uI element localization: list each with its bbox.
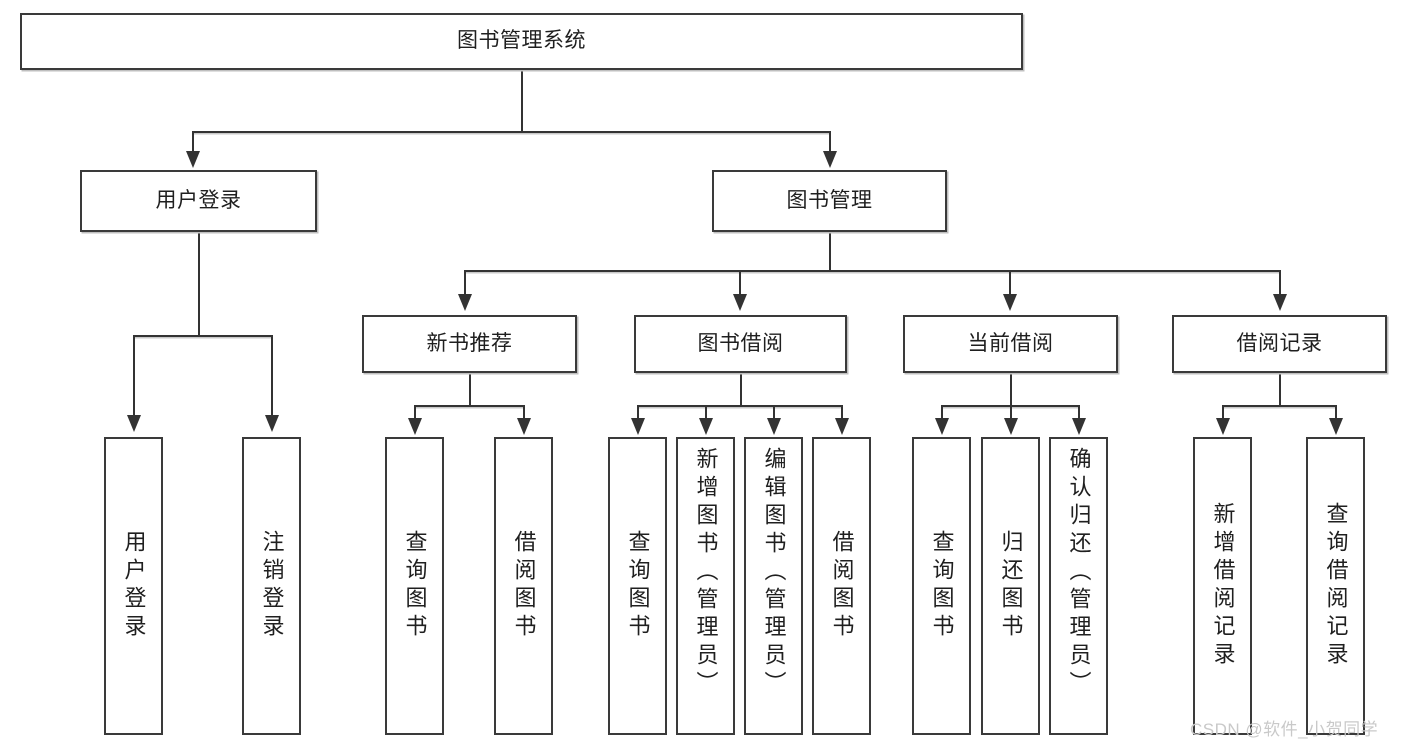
arrow-nbr-to-leaf-2 xyxy=(517,418,531,435)
leaf-query-book-3-label: 查询图书 xyxy=(929,530,955,642)
leaf-logout[interactable]: 注销登录 xyxy=(242,437,301,735)
edge-nbr-to-leaf-2 xyxy=(523,405,525,419)
leaf-borrow-book-1[interactable]: 借阅图书 xyxy=(494,437,553,735)
arrow-root-to-book-management xyxy=(823,151,837,168)
arrow-cb-to-leaf-3 xyxy=(1072,418,1086,435)
leaf-add-book[interactable]: 新增图书（管理员） xyxy=(676,437,735,735)
edge-br-to-leaf-2 xyxy=(1335,405,1337,419)
node-new-book-recommend-label: 新书推荐 xyxy=(426,331,513,355)
arrow-bm-to-book-borrow xyxy=(733,294,747,311)
edge-cb-to-leaf-3 xyxy=(1078,405,1080,419)
leaf-query-book-3[interactable]: 查询图书 xyxy=(912,437,971,735)
leaf-add-record-label: 新增借阅记录 xyxy=(1210,502,1236,670)
leaf-return-book[interactable]: 归还图书 xyxy=(981,437,1040,735)
leaf-user-login-label: 用户登录 xyxy=(121,530,147,642)
node-current-borrow-label: 当前借阅 xyxy=(967,331,1054,355)
leaf-add-book-label: 新增图书（管理员） xyxy=(693,447,719,699)
arrow-user-login-to-leaf-1 xyxy=(127,415,141,432)
edge-bm-to-borrow-record xyxy=(1279,270,1281,296)
node-current-borrow[interactable]: 当前借阅 xyxy=(903,315,1118,373)
node-book-management-label: 图书管理 xyxy=(786,188,873,212)
leaf-borrow-book-1-label: 借阅图书 xyxy=(511,530,537,642)
edge-br-bus xyxy=(1222,405,1337,407)
node-borrow-record-label: 借阅记录 xyxy=(1236,331,1323,355)
node-book-borrow[interactable]: 图书借阅 xyxy=(634,315,847,373)
node-book-borrow-label: 图书借阅 xyxy=(697,331,784,355)
edge-bb-stem xyxy=(740,373,742,406)
edge-user-login-stem xyxy=(198,232,200,336)
edge-root-to-book-management xyxy=(829,131,831,153)
leaf-confirm-return-label: 确认归还（管理员） xyxy=(1066,447,1092,699)
node-borrow-record[interactable]: 借阅记录 xyxy=(1172,315,1387,373)
edge-user-login-bus xyxy=(133,335,273,337)
arrow-bm-to-current-borrow xyxy=(1003,294,1017,311)
leaf-borrow-book-2-label: 借阅图书 xyxy=(829,530,855,642)
edge-cb-to-leaf-2 xyxy=(1010,405,1012,419)
edge-book-management-stem xyxy=(829,232,831,272)
edge-root-to-user-login xyxy=(192,131,194,153)
leaf-query-record-label: 查询借阅记录 xyxy=(1323,502,1349,670)
edge-cb-to-leaf-1 xyxy=(941,405,943,419)
edge-book-management-bus xyxy=(464,270,1280,272)
csdn-watermark: CSDN @软件_小贺同学 xyxy=(1190,720,1379,739)
arrow-cb-to-leaf-1 xyxy=(935,418,949,435)
edge-user-login-to-leaf-1 xyxy=(133,335,135,417)
edge-bb-bus xyxy=(637,405,843,407)
leaf-logout-label: 注销登录 xyxy=(259,530,285,642)
edge-root-bus xyxy=(192,131,831,133)
edge-root-stem xyxy=(521,70,523,132)
arrow-bb-to-leaf-3 xyxy=(767,418,781,435)
leaf-return-book-label: 归还图书 xyxy=(998,530,1024,642)
arrow-bb-to-leaf-4 xyxy=(835,418,849,435)
edge-bb-to-leaf-4 xyxy=(841,405,843,419)
leaf-borrow-book-2[interactable]: 借阅图书 xyxy=(812,437,871,735)
node-user-login-label: 用户登录 xyxy=(155,188,242,212)
leaf-edit-book[interactable]: 编辑图书（管理员） xyxy=(744,437,803,735)
arrow-root-to-user-login xyxy=(186,151,200,168)
edge-bb-to-leaf-1 xyxy=(637,405,639,419)
arrow-cb-to-leaf-2 xyxy=(1004,418,1018,435)
edge-bb-to-leaf-3 xyxy=(773,405,775,419)
leaf-query-record[interactable]: 查询借阅记录 xyxy=(1306,437,1365,735)
arrow-br-to-leaf-2 xyxy=(1329,418,1343,435)
node-new-book-recommend[interactable]: 新书推荐 xyxy=(362,315,577,373)
edge-nbr-to-leaf-1 xyxy=(414,405,416,419)
leaf-query-book-1[interactable]: 查询图书 xyxy=(385,437,444,735)
node-user-login[interactable]: 用户登录 xyxy=(80,170,317,232)
node-root-label: 图书管理系统 xyxy=(457,29,586,53)
node-book-management[interactable]: 图书管理 xyxy=(712,170,947,232)
edge-bm-to-current-borrow xyxy=(1009,270,1011,296)
edge-br-stem xyxy=(1279,373,1281,406)
edge-bm-to-book-borrow xyxy=(739,270,741,296)
edge-nbr-bus xyxy=(414,405,525,407)
leaf-confirm-return[interactable]: 确认归还（管理员） xyxy=(1049,437,1108,735)
edge-user-login-to-leaf-2 xyxy=(271,335,273,417)
leaf-query-book-1-label: 查询图书 xyxy=(402,530,428,642)
arrow-bm-to-borrow-record xyxy=(1273,294,1287,311)
arrow-nbr-to-leaf-1 xyxy=(408,418,422,435)
leaf-query-book-2[interactable]: 查询图书 xyxy=(608,437,667,735)
leaf-edit-book-label: 编辑图书（管理员） xyxy=(761,447,787,699)
edge-nbr-stem xyxy=(469,373,471,406)
edge-br-to-leaf-1 xyxy=(1222,405,1224,419)
arrow-bb-to-leaf-2 xyxy=(699,418,713,435)
arrow-bb-to-leaf-1 xyxy=(631,418,645,435)
leaf-query-book-2-label: 查询图书 xyxy=(625,530,651,642)
leaf-user-login[interactable]: 用户登录 xyxy=(104,437,163,735)
arrow-user-login-to-leaf-2 xyxy=(265,415,279,432)
arrow-bm-to-new-book-recommend xyxy=(458,294,472,311)
arrow-br-to-leaf-1 xyxy=(1216,418,1230,435)
node-root[interactable]: 图书管理系统 xyxy=(20,13,1023,70)
leaf-add-record[interactable]: 新增借阅记录 xyxy=(1193,437,1252,735)
edge-bb-to-leaf-2 xyxy=(705,405,707,419)
edge-bm-to-new-book-recommend xyxy=(464,270,466,296)
edge-cb-stem xyxy=(1010,373,1012,406)
